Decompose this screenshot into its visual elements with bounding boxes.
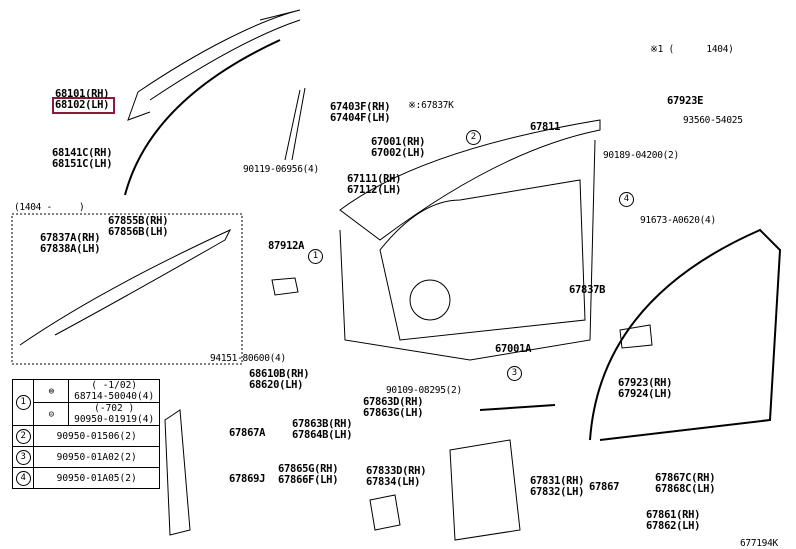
door-glass — [127, 9, 301, 121]
legend-part: 90950-01506(2) — [33, 425, 160, 447]
part-label[interactable]: 67837A(RH) 67838A(LH) — [40, 232, 101, 255]
callout-1: 1 — [308, 249, 323, 264]
glass-run — [149, 19, 301, 101]
highlight-box — [52, 97, 115, 114]
legend-row: ⊝ (-702 )90950-01919(4) — [13, 402, 160, 426]
legend-num: 2 — [11, 425, 35, 447]
part-label[interactable]: 67863B(RH) 67864B(LH) — [292, 418, 353, 441]
legend-part: ( -1/02)68714-50040(4) — [68, 379, 160, 403]
inset-frame — [11, 213, 243, 365]
part-label[interactable]: 68101(RH) — [55, 88, 110, 100]
striker-cover — [619, 324, 653, 349]
fastener-legend-table: 1 ⊜ ( -1/02)68714-50040(4) ⊝ (-702 )9095… — [11, 379, 160, 489]
weatherstrip — [589, 228, 782, 441]
callout-4: 4 — [619, 192, 634, 207]
clip-icon: ⊜ — [33, 379, 70, 403]
part-label[interactable]: 67001A — [495, 343, 532, 355]
part-label[interactable]: 67837B — [569, 284, 606, 296]
inset-glass — [19, 228, 232, 346]
legend-num: 4 — [11, 467, 35, 489]
legend-row: 4 90950-01A05(2) — [11, 467, 160, 489]
part-label[interactable]: 90119-06956(4) — [243, 164, 319, 175]
clip-icon: ⊝ — [33, 402, 70, 426]
diagram-code: 677194K — [740, 538, 778, 549]
part-label[interactable]: 67867C(RH) 67868C(LH) — [655, 472, 716, 495]
legend-row: 2 90950-01506(2) — [11, 425, 160, 447]
part-label[interactable]: 67923E — [667, 95, 704, 107]
legend-part: (-702 )90950-01919(4) — [68, 402, 160, 426]
part-label[interactable]: ※:67837K — [408, 100, 454, 111]
part-label[interactable]: 67867 — [589, 481, 620, 493]
part-label[interactable]: 67403F(RH) 67404F(LH) — [330, 101, 391, 124]
part-label[interactable]: 67861(RH) 67862(LH) — [646, 509, 701, 532]
door-frame-top — [339, 119, 601, 241]
part-label[interactable]: 91673-A0620(4) — [640, 215, 716, 226]
part-label[interactable]: 90189-04200(2) — [603, 150, 679, 161]
belt-moulding — [479, 404, 556, 411]
part-label[interactable]: 67831(RH) 67832(LH) — [530, 475, 585, 498]
part-label[interactable]: 94151-80600(4) — [210, 353, 286, 364]
side-garnish — [164, 409, 191, 536]
part-label[interactable]: 67923(RH) 67924(LH) — [618, 377, 673, 400]
service-cover — [449, 439, 521, 541]
part-label[interactable]: 67111(RH) 67112(LH) — [347, 173, 402, 196]
part-label[interactable]: 87912A — [268, 240, 305, 252]
legend-num: 1 — [11, 379, 35, 426]
speaker-hole — [409, 279, 451, 321]
callout-3: 3 — [507, 366, 522, 381]
part-label[interactable]: 67865G(RH) 67866F(LH) — [278, 463, 339, 486]
run-channel — [124, 39, 281, 196]
part-label[interactable]: 67833D(RH) 67834(LH) — [366, 465, 427, 488]
inset-label: (1404 - ) — [14, 202, 85, 213]
part-label[interactable]: 67867A — [229, 427, 266, 439]
division-bar — [284, 87, 306, 161]
part-label[interactable]: 67811 — [530, 121, 561, 133]
part-label[interactable]: 67863D(RH) 67863G(LH) — [363, 396, 424, 419]
part-label[interactable]: 67855B(RH) 67856B(LH) — [108, 215, 169, 238]
part-label[interactable]: 90109-08295(2) — [386, 385, 462, 396]
legend-row: 3 90950-01A02(2) — [11, 446, 160, 468]
hole-cover — [369, 494, 401, 531]
part-label-highlighted[interactable]: 68102(LH) — [55, 99, 110, 111]
plug-87912 — [271, 277, 299, 296]
legend-row: 1 ⊜ ( -1/02)68714-50040(4) — [11, 379, 160, 426]
part-label[interactable]: 68610B(RH) 68620(LH) — [249, 368, 310, 391]
legend-part: 90950-01A02(2) — [33, 446, 160, 468]
part-label[interactable]: 67869J — [229, 473, 266, 485]
door-panel — [379, 179, 586, 341]
header-note: ※1 ( 1404) — [650, 44, 734, 55]
part-label[interactable]: 67001(RH) 67002(LH) — [371, 136, 426, 159]
part-label[interactable]: 93560-54025 — [683, 115, 743, 126]
door-inner — [339, 139, 596, 361]
callout-2: 2 — [466, 130, 481, 145]
legend-num: 3 — [11, 446, 35, 468]
legend-part: 90950-01A05(2) — [33, 467, 160, 489]
part-label[interactable]: 68141C(RH) 68151C(LH) — [52, 147, 113, 170]
